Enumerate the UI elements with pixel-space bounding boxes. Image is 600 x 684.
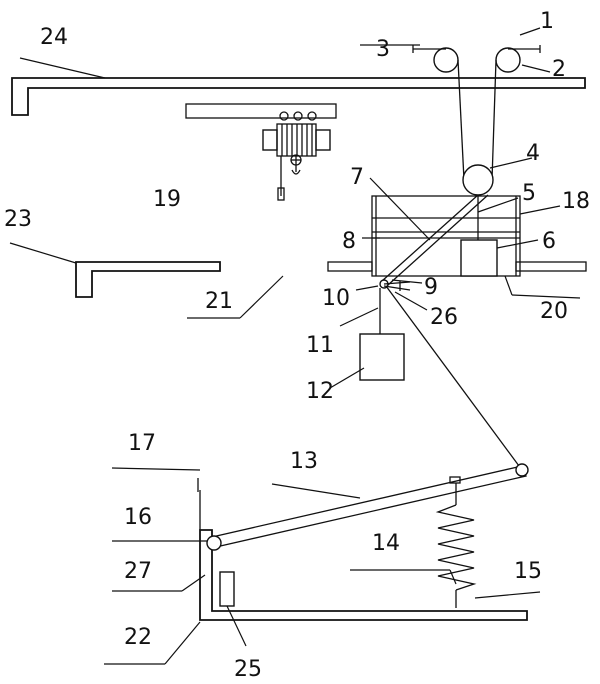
leader-lines [9, 27, 581, 665]
label-17: 17 [128, 431, 156, 456]
label-24: 24 [40, 25, 68, 50]
part-labels: 24 3 1 2 4 7 5 18 19 8 6 23 21 9 10 26 2… [4, 9, 590, 682]
label-9: 9 [424, 275, 438, 300]
label-4: 4 [526, 141, 540, 166]
label-20: 20 [540, 299, 568, 324]
label-7: 7 [350, 165, 364, 190]
label-8: 8 [342, 229, 356, 254]
spring [435, 483, 477, 608]
pull-cable [385, 285, 523, 471]
label-26: 26 [430, 305, 458, 330]
cables [457, 59, 497, 181]
floor-slabs [327, 261, 587, 272]
label-16: 16 [124, 505, 152, 530]
label-14: 14 [372, 531, 400, 556]
top-beam [11, 77, 586, 116]
label-6: 6 [542, 229, 556, 254]
label-22: 22 [124, 625, 152, 650]
label-19: 19 [153, 187, 181, 212]
upper-frame [371, 194, 521, 286]
label-5: 5 [522, 181, 536, 206]
label-13: 13 [290, 449, 318, 474]
label-18: 18 [562, 189, 590, 214]
base-frame [197, 478, 528, 621]
label-27: 27 [124, 559, 152, 584]
label-2: 2 [552, 57, 566, 82]
left-top-pulley [412, 45, 459, 73]
moving-pulley [462, 164, 494, 196]
left-platform [75, 261, 221, 298]
lever-arm [211, 463, 529, 548]
electric-hoist [185, 103, 337, 201]
label-21: 21 [205, 289, 233, 314]
right-top-pulley [495, 45, 541, 73]
label-10: 10 [322, 286, 350, 311]
label-12: 12 [306, 379, 334, 404]
label-11: 11 [306, 333, 334, 358]
label-25: 25 [234, 657, 262, 682]
label-15: 15 [514, 559, 542, 584]
label-23: 23 [4, 207, 32, 232]
counterweight [359, 288, 405, 381]
label-1: 1 [540, 9, 554, 34]
label-3: 3 [376, 37, 390, 62]
